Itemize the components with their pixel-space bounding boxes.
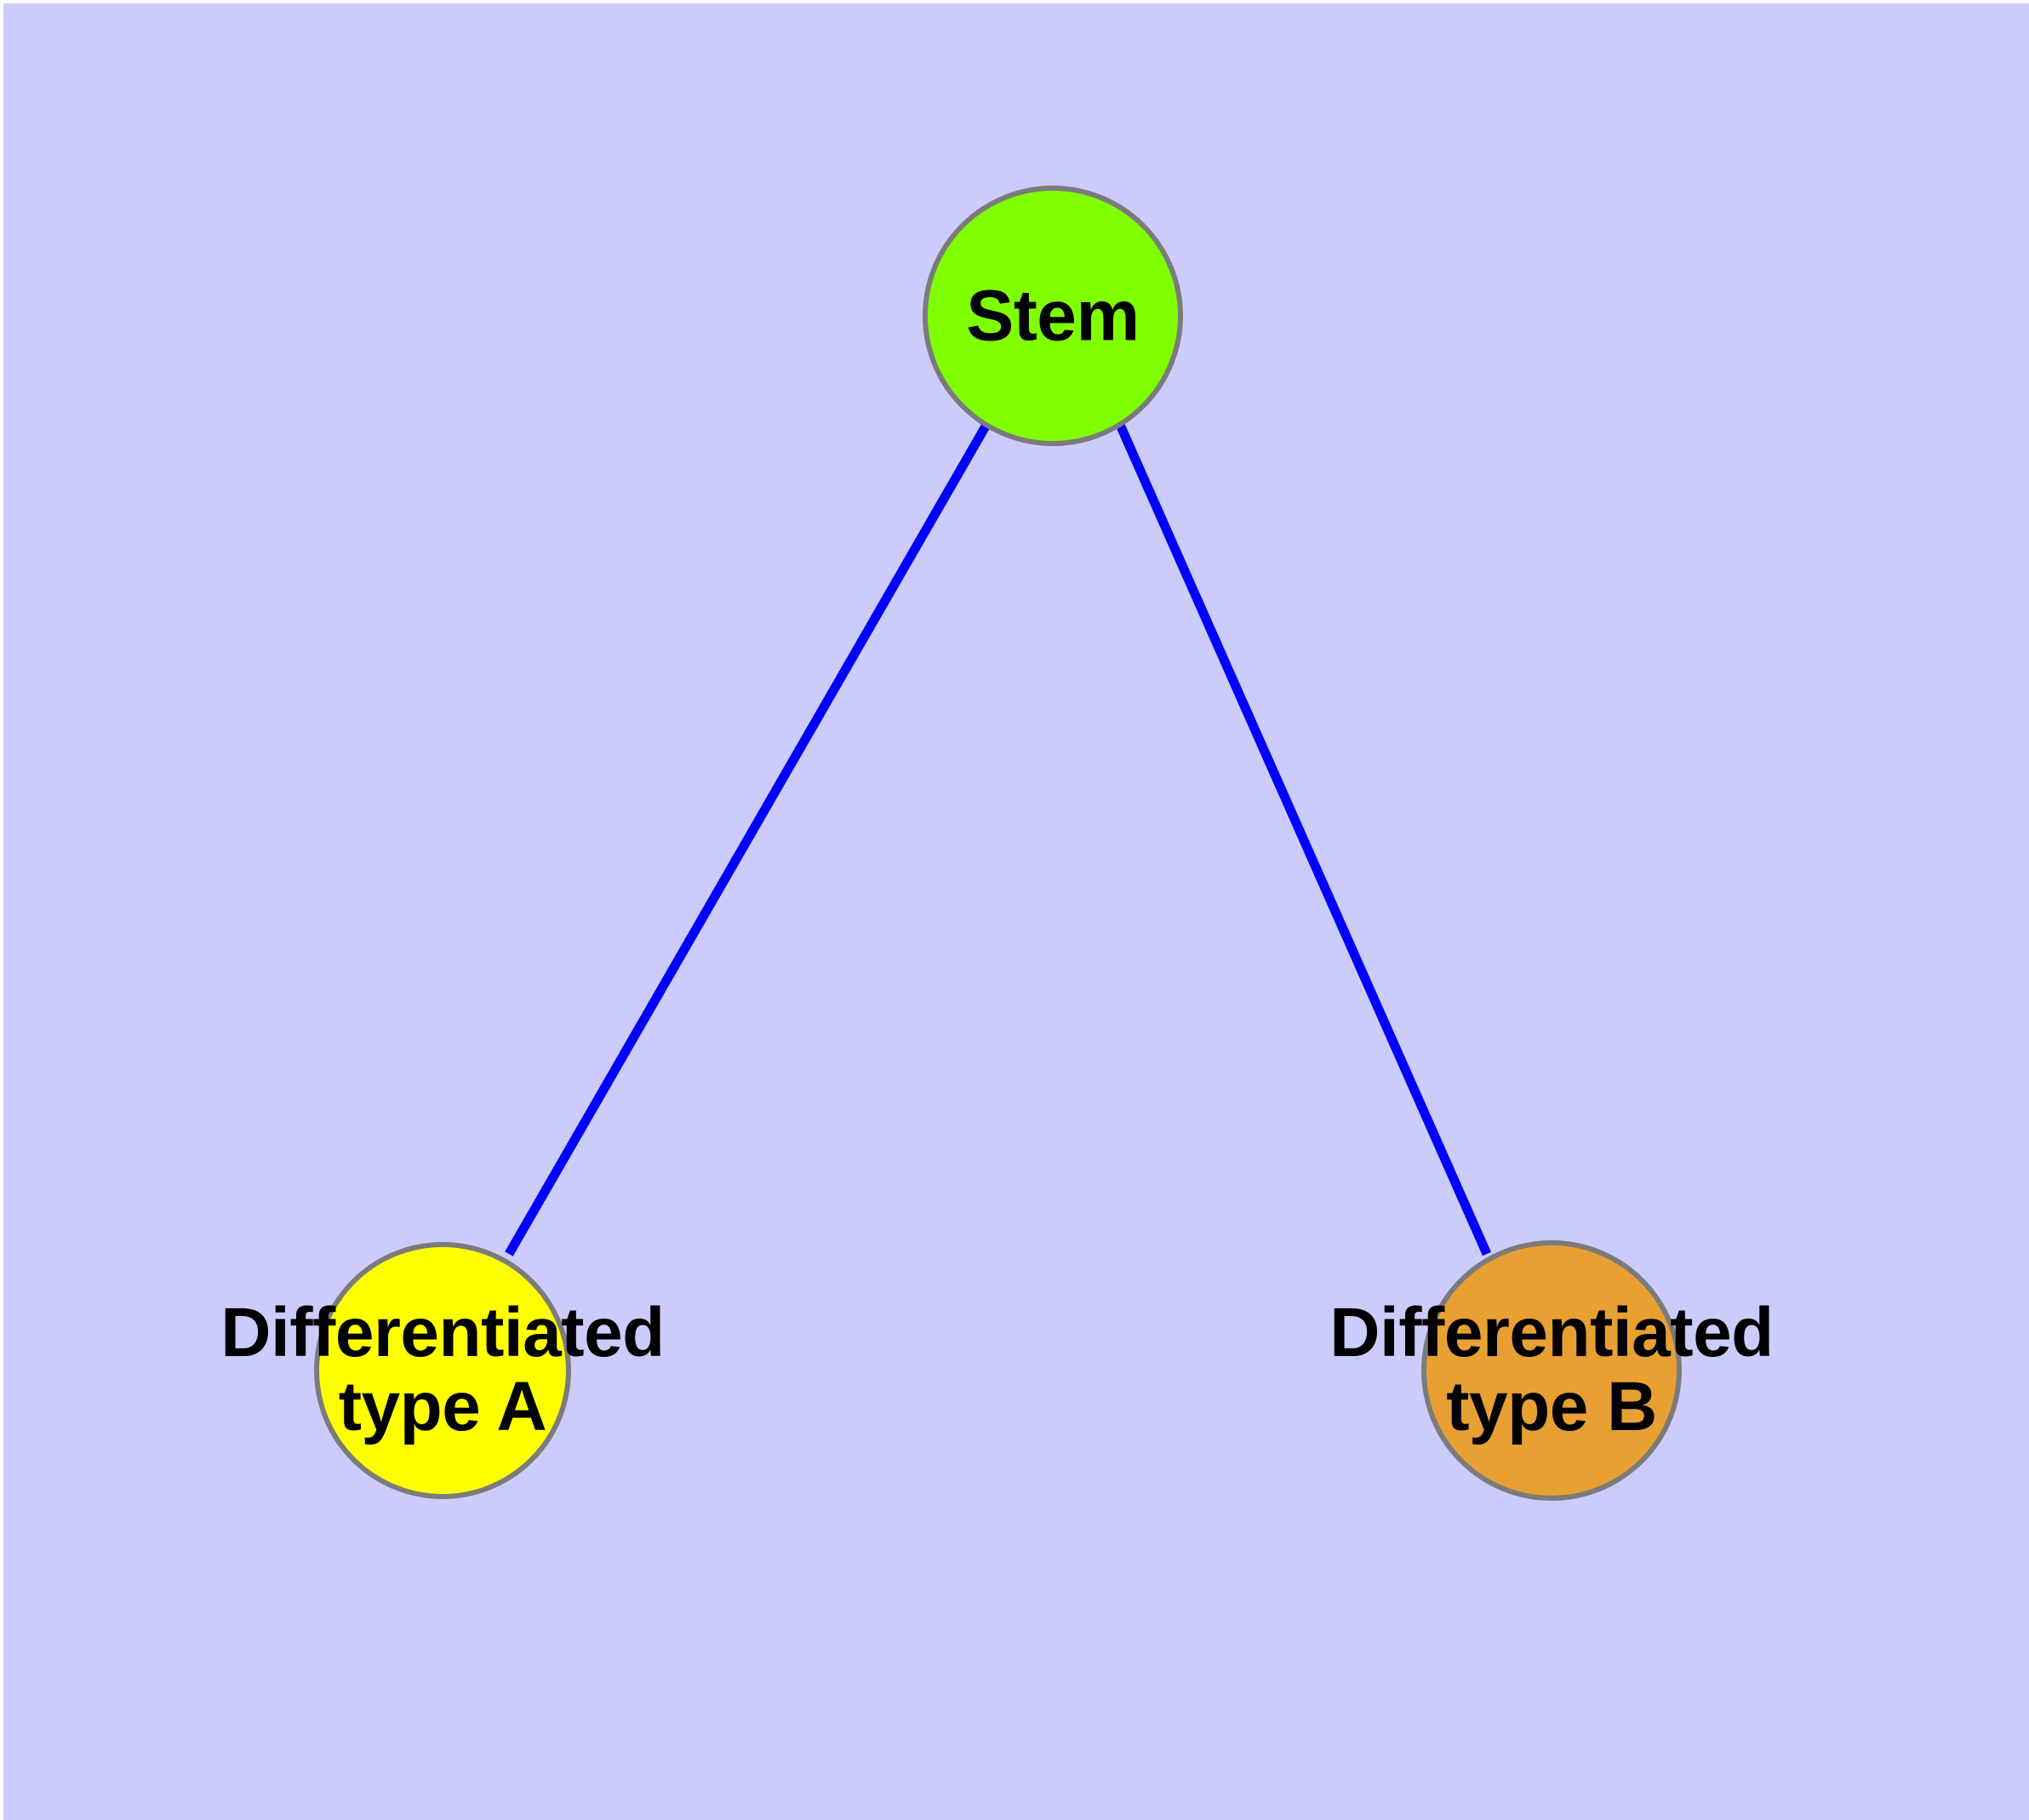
edge-stem-to-diff-a (505, 422, 991, 1256)
node-diff-a[interactable] (314, 1242, 571, 1499)
node-diff-b[interactable] (1421, 1240, 1682, 1501)
node-stem[interactable] (923, 186, 1183, 446)
edges-group (505, 422, 1492, 1256)
nodes-group (314, 186, 1682, 1501)
edge-stem-to-diff-b (1115, 422, 1492, 1256)
